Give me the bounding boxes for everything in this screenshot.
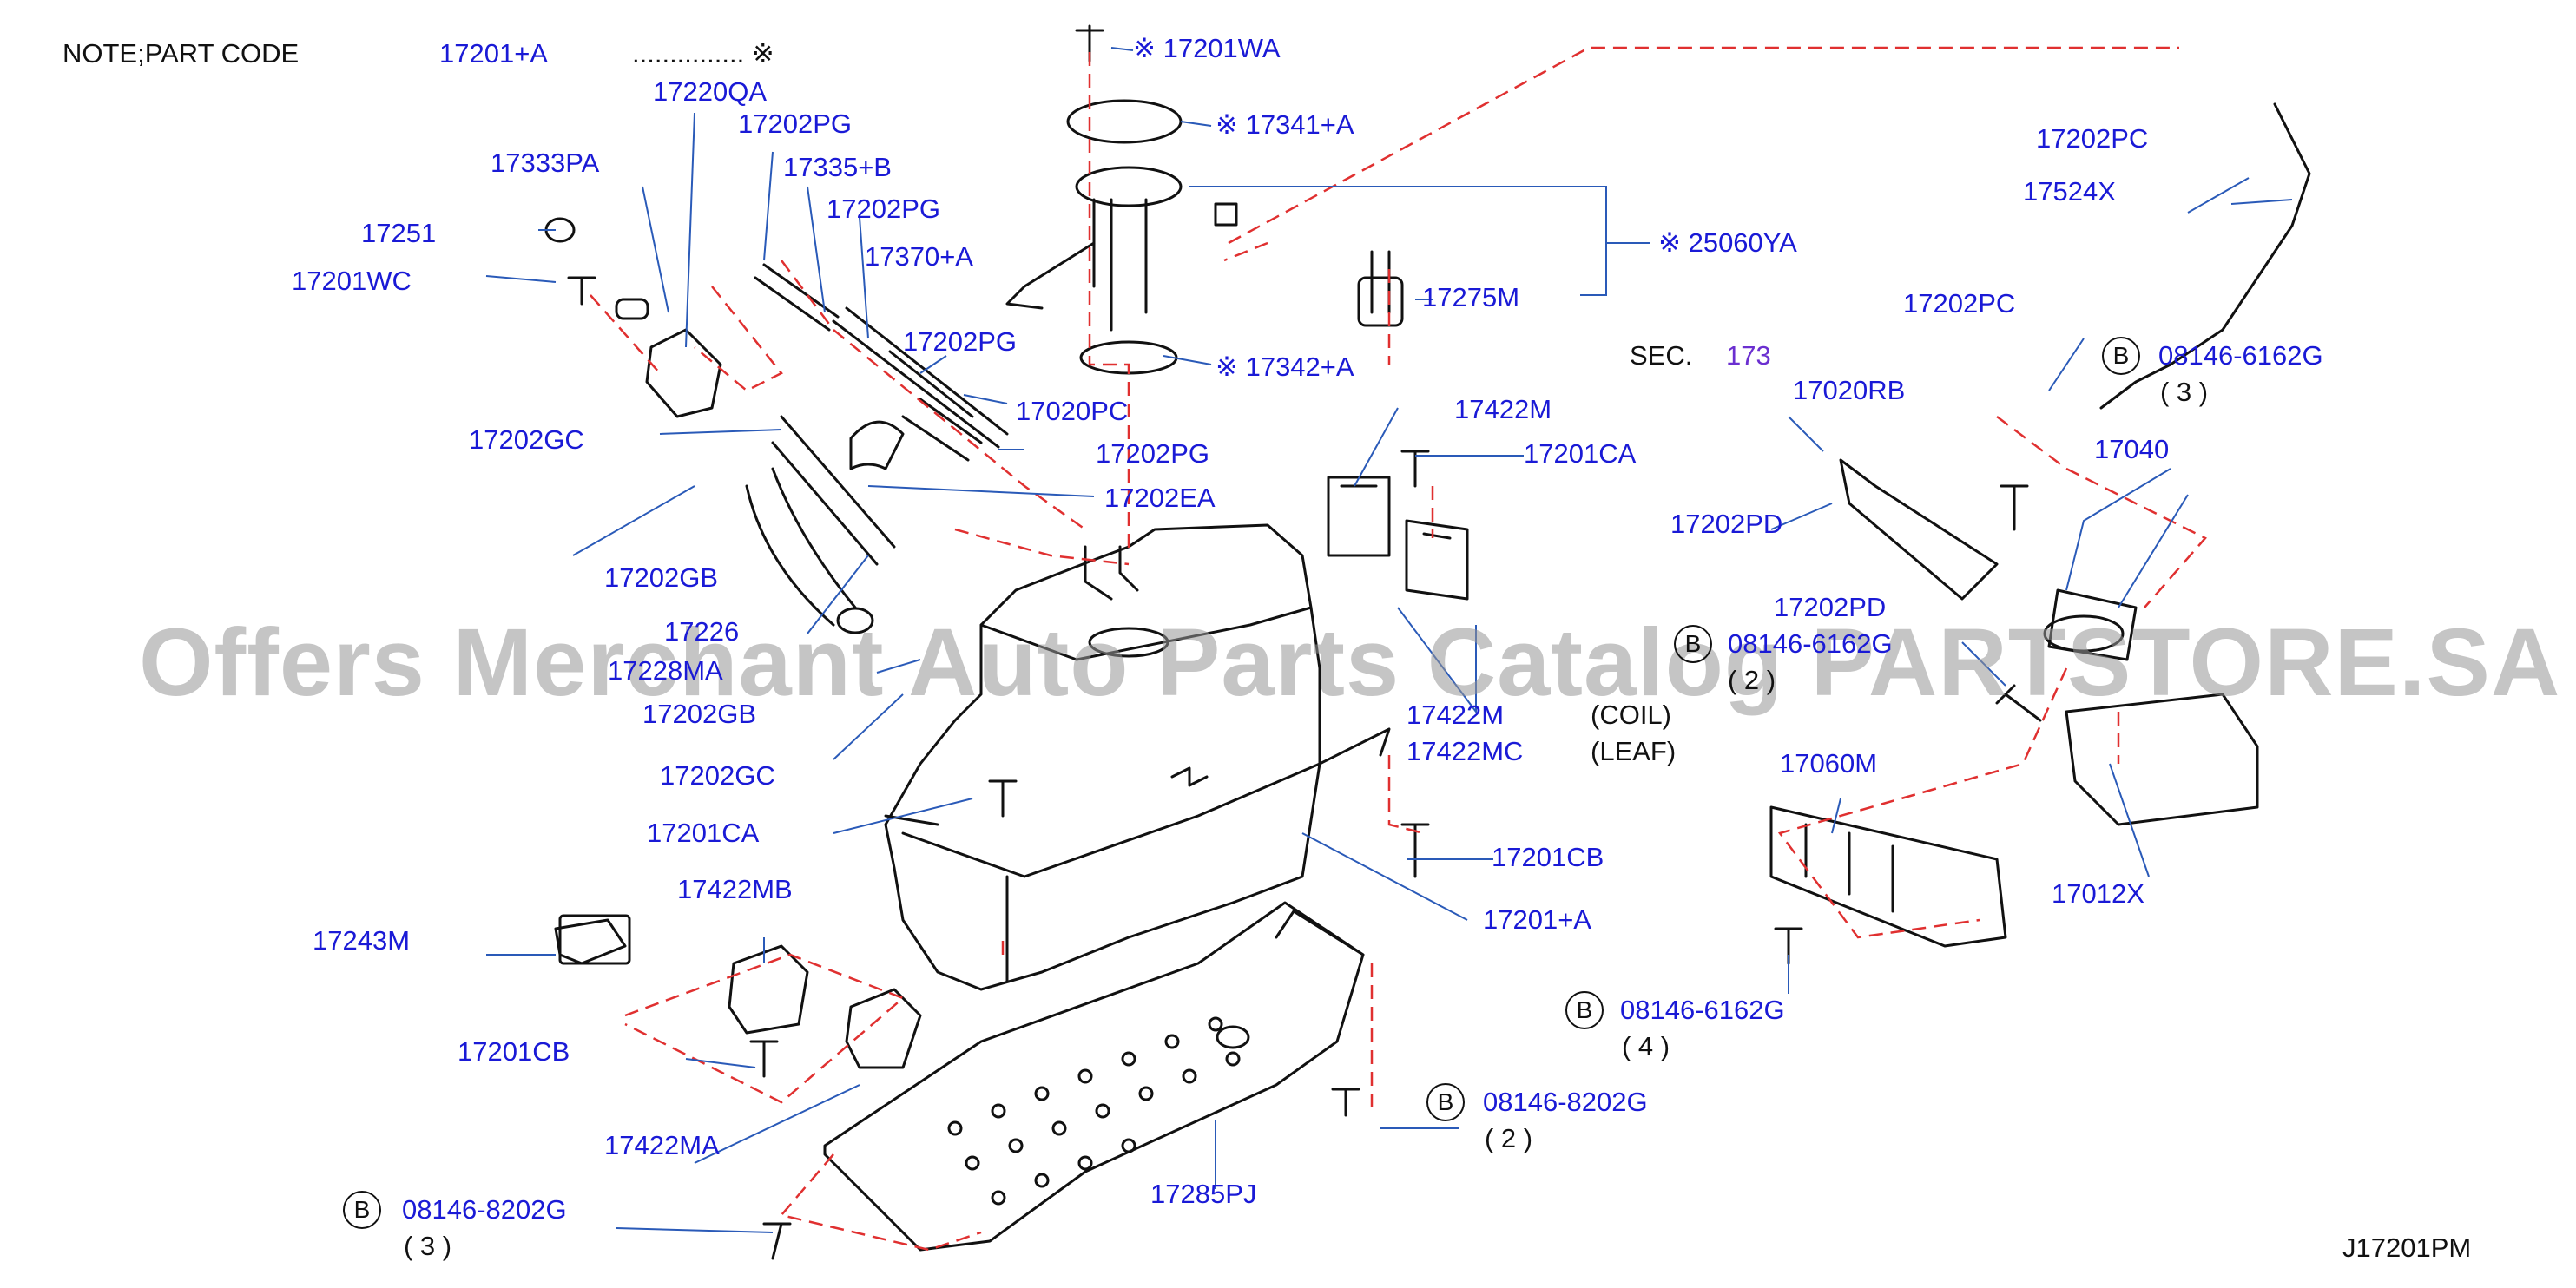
- qty-08146-6162G-c: ( 4 ): [1622, 1031, 1670, 1061]
- label-17202PG-d[interactable]: 17202PG: [1096, 438, 1209, 469]
- label-17202PD-b[interactable]: 17202PD: [1774, 592, 1887, 622]
- label-17226[interactable]: 17226: [664, 616, 740, 647]
- label-17202PC-b[interactable]: 17202PC: [1903, 288, 2016, 319]
- label-17201CB-a[interactable]: 17201CB: [1492, 842, 1604, 872]
- bolt-marker-b: B: [2102, 337, 2140, 375]
- label-17333PA[interactable]: 17333PA: [491, 148, 600, 178]
- label-17202GB-b[interactable]: 17202GB: [642, 699, 756, 729]
- bolt-drawings: [558, 24, 2042, 1260]
- note-part-code[interactable]: 17201+A: [439, 38, 548, 69]
- label-17201CA-a[interactable]: 17201CA: [647, 818, 760, 848]
- fuel-pump-drawing: [1005, 99, 1404, 375]
- label-17012X[interactable]: 17012X: [2052, 878, 2144, 909]
- canister-drawing: [1769, 102, 2311, 948]
- label-17524X[interactable]: 17524X: [2023, 176, 2116, 207]
- label-17201WC[interactable]: 17201WC: [292, 266, 412, 296]
- label-17202EA[interactable]: 17202EA: [1104, 483, 1216, 513]
- note-text: NOTE;PART CODE: [63, 38, 300, 69]
- label-17202GB-a[interactable]: 17202GB: [604, 562, 718, 593]
- label-17342A[interactable]: ※ 17342+A: [1216, 352, 1354, 382]
- filler-neck-drawing: [544, 217, 1009, 634]
- section-ref-prefix: SEC.: [1630, 340, 1693, 371]
- label-08146-8202G-b[interactable]: 08146-8202G: [402, 1194, 567, 1225]
- bolt-marker-b: B: [1426, 1083, 1465, 1121]
- label-08146-8202G-a[interactable]: 08146-8202G: [1483, 1087, 1648, 1117]
- label-17201CB-b[interactable]: 17201CB: [458, 1036, 570, 1067]
- label-17202PG-b[interactable]: 17202PG: [827, 194, 940, 224]
- label-17202GC-b[interactable]: 17202GC: [660, 760, 775, 791]
- diagram-id: J17201PM: [2342, 1232, 2472, 1263]
- label-17020RB[interactable]: 17020RB: [1793, 375, 1906, 405]
- label-17201WA[interactable]: ※ 17201WA: [1133, 33, 1281, 63]
- qty-08146-8202G-b: ( 3 ): [404, 1231, 452, 1261]
- label-17040[interactable]: 17040: [2094, 434, 2170, 464]
- label-17370A[interactable]: 17370+A: [865, 241, 973, 272]
- label-17202PG-c[interactable]: 17202PG: [903, 326, 1017, 357]
- label-17335B[interactable]: 17335+B: [783, 152, 892, 182]
- label-17201A[interactable]: 17201+A: [1483, 904, 1591, 935]
- label-17228MA[interactable]: 17228MA: [608, 655, 723, 686]
- label-17341A[interactable]: ※ 17341+A: [1216, 109, 1354, 140]
- label-17422MB[interactable]: 17422MB: [677, 874, 793, 904]
- qty-08146-6162G-b: ( 2 ): [1728, 665, 1776, 695]
- label-08146-6162G-a[interactable]: 08146-6162G: [2158, 340, 2323, 371]
- label-17220QA[interactable]: 17220QA: [653, 76, 767, 107]
- leader-lines: [485, 47, 2293, 1233]
- section-ref-link[interactable]: 173: [1726, 340, 1771, 371]
- label-25060YA[interactable]: ※ 25060YA: [1658, 227, 1797, 258]
- label-17275M[interactable]: 17275M: [1422, 282, 1520, 312]
- skid-plate-drawing: [823, 901, 1365, 1252]
- label-17060M[interactable]: 17060M: [1780, 748, 1878, 779]
- label-17285PJ[interactable]: 17285PJ: [1150, 1179, 1257, 1209]
- label-17422MC[interactable]: 17422MC: [1407, 736, 1524, 766]
- dashed-assembly-lines: [590, 46, 2208, 1252]
- label-17202PC-a[interactable]: 17202PC: [2036, 123, 2149, 154]
- label-17422MA[interactable]: 17422MA: [604, 1130, 720, 1160]
- bolt-marker-b: B: [1674, 625, 1712, 663]
- label-08146-6162G-c[interactable]: 08146-6162G: [1620, 995, 1785, 1025]
- fuel-tank-drawing: [884, 523, 1391, 991]
- label-17201CA-b[interactable]: 17201CA: [1524, 438, 1637, 469]
- label-17422M-b[interactable]: 17422M: [1407, 700, 1505, 730]
- label-08146-6162G-b[interactable]: 08146-6162G: [1728, 628, 1893, 659]
- qty-08146-8202G-a: ( 2 ): [1485, 1123, 1533, 1153]
- note-mark: ............... ※: [632, 38, 774, 69]
- label-17202GC-a[interactable]: 17202GC: [469, 424, 584, 455]
- label-17202PD-a[interactable]: 17202PD: [1670, 509, 1783, 539]
- label-17422M-a[interactable]: 17422M: [1454, 394, 1552, 424]
- bolt-marker-b: B: [1565, 991, 1604, 1029]
- qty-08146-6162G-a: ( 3 ): [2160, 377, 2209, 407]
- label-17020PC[interactable]: 17020PC: [1016, 396, 1129, 426]
- label-17202PG-a[interactable]: 17202PG: [738, 108, 852, 139]
- coil-type-label: (COIL): [1591, 700, 1671, 730]
- leaf-type-label: (LEAF): [1591, 736, 1677, 766]
- bracket-drawings: [554, 476, 1469, 1069]
- bolt-marker-b: B: [343, 1191, 381, 1229]
- label-17251[interactable]: 17251: [361, 218, 437, 248]
- label-17243M[interactable]: 17243M: [313, 925, 411, 956]
